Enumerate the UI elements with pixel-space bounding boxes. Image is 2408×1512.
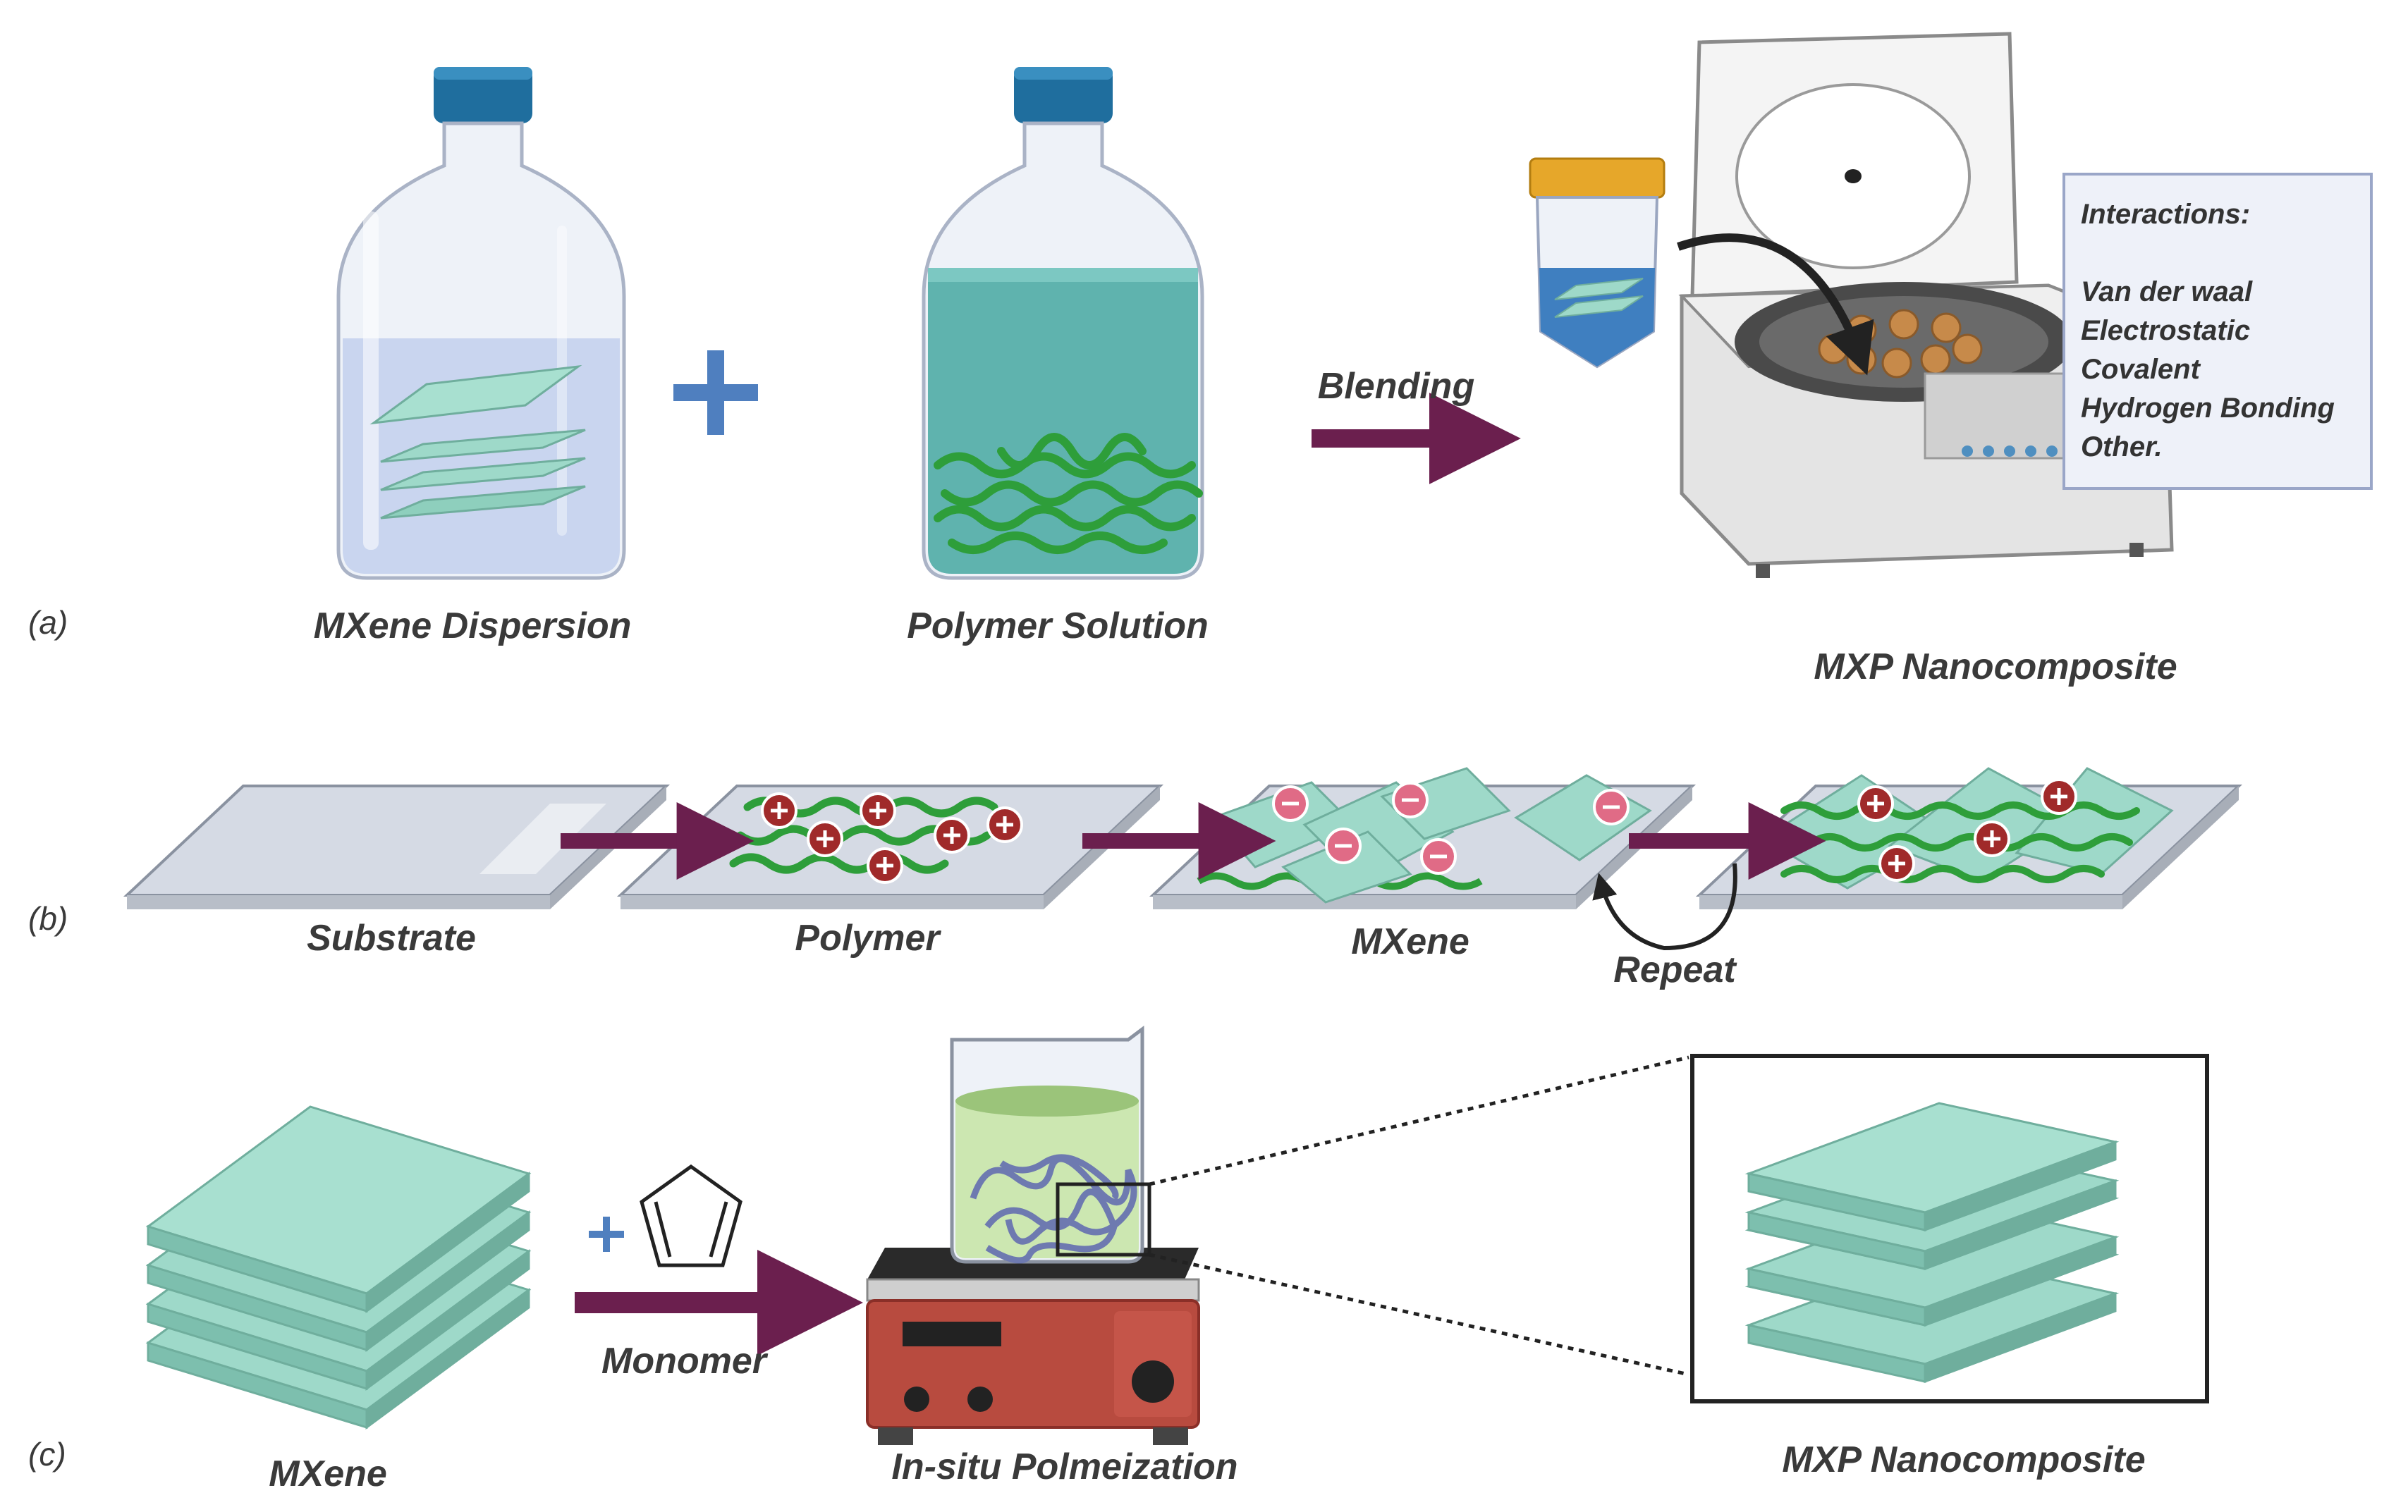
plus-small-icon — [589, 1217, 624, 1252]
panel-label-b: (b) — [28, 900, 68, 937]
repeat-label: Repeat — [1613, 949, 1736, 990]
interaction-item: Electrostatic — [2081, 315, 2251, 346]
interactions-box: Interactions: Van der waal Electrostatic… — [2062, 173, 2373, 490]
zoom-line-top — [1149, 1055, 1689, 1186]
polymer-solution-bottle — [922, 67, 1204, 580]
mxene-stack-in-bottle — [369, 364, 586, 520]
substrate-label: Substrate — [307, 918, 476, 959]
mxene-slide — [1149, 767, 1697, 909]
panel-label-a: (a) — [28, 604, 68, 641]
interaction-item: Van der waal — [2081, 276, 2253, 307]
mxp-nanocomposite-label-a: MXP Nanocomposite — [1814, 646, 2177, 687]
in-situ-polymerization-label: In-situ Polmeization — [891, 1446, 1238, 1487]
mxene-dispersion-label: MXene Dispersion — [313, 606, 632, 646]
plus-icon — [673, 350, 758, 435]
repeat-arrow — [1592, 863, 1737, 951]
interaction-item: Covalent — [2081, 354, 2200, 385]
polymer-solution-label: Polymer Solution — [907, 606, 1209, 646]
blending-label: Blending — [1317, 366, 1475, 407]
polymer-slide — [616, 785, 1164, 909]
interaction-item: Hydrogen Bonding — [2081, 393, 2335, 424]
layered-slide — [1695, 767, 2243, 909]
mxene-label-c: MXene — [269, 1453, 387, 1494]
mxene-stack — [145, 1105, 532, 1430]
hotplate-beaker — [866, 1026, 1200, 1445]
polymer-label: Polymer — [795, 918, 940, 959]
interaction-item: Other. — [2081, 431, 2163, 462]
centrifuge-tube — [1529, 157, 1666, 369]
monomer-label: Monomer — [601, 1341, 766, 1382]
monomer-ring-icon — [640, 1164, 742, 1267]
zoom-inset — [1690, 1054, 2209, 1403]
panel-label-c: (c) — [28, 1436, 66, 1473]
mxp-nanocomposite-label-c: MXP Nanocomposite — [1782, 1439, 2146, 1480]
polymer-chains — [934, 433, 1203, 554]
negative-charges — [1272, 782, 1630, 875]
mxene-dispersion-bottle — [336, 67, 626, 580]
interactions-title: Interactions: — [2081, 199, 2251, 230]
zoom-line-bottom — [1149, 1253, 1689, 1377]
mxene-label-b: MXene — [1351, 921, 1469, 962]
positive-charges — [761, 792, 1023, 884]
centrifuge — [1677, 32, 2174, 578]
